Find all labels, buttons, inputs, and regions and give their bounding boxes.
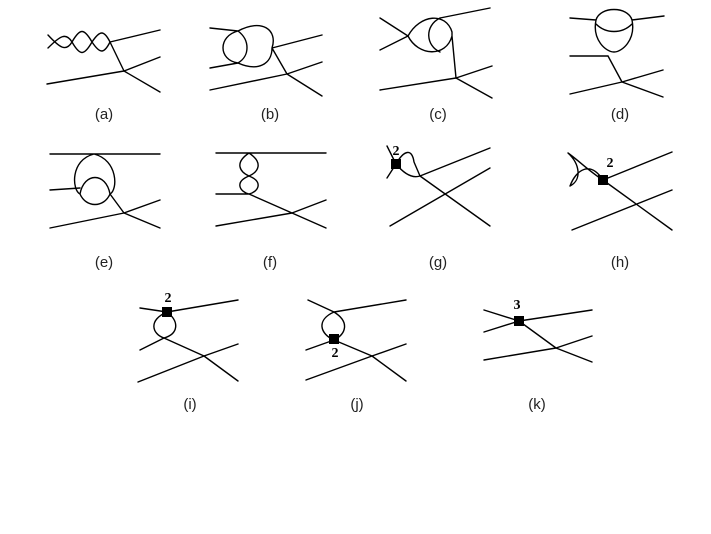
diagram-b-lines (209, 24, 323, 97)
caption-g: (g) (429, 254, 447, 271)
diagram-d: (d) (569, 8, 665, 123)
diagram-g-vertex (391, 159, 401, 169)
diagram-k: 3 (k) (483, 298, 593, 413)
diagram-d-lines (569, 8, 665, 98)
caption-h: (h) (611, 254, 629, 271)
diagram-i-vertex-label: 2 (165, 291, 172, 306)
diagram-e-lines (49, 153, 161, 229)
diagram-i-lines (137, 299, 239, 383)
diagram-j: 2 (j) (305, 299, 407, 413)
diagram-k-vertex-label: 3 (514, 298, 521, 313)
diagram-a: (a) (46, 29, 161, 123)
diagram-i: 2 (i) (137, 291, 239, 413)
diagram-j-vertex (329, 334, 339, 344)
diagram-c-lines (379, 7, 493, 99)
caption-d: (d) (611, 106, 629, 123)
diagram-f: (f) (215, 152, 327, 271)
caption-i: (i) (183, 396, 196, 413)
diagram-e: (e) (49, 153, 161, 271)
diagram-j-vertex-label: 2 (332, 346, 339, 361)
diagram-h-vertex (598, 175, 608, 185)
diagram-h-lines (567, 151, 673, 231)
diagram-a-lines (46, 29, 161, 93)
diagram-b: (b) (209, 24, 323, 123)
diagram-k-lines (483, 309, 593, 363)
caption-a: (a) (95, 106, 113, 123)
caption-f: (f) (263, 254, 277, 271)
diagram-h-vertex-label: 2 (607, 156, 614, 171)
diagram-g: 2 (g) (386, 144, 491, 271)
caption-c: (c) (429, 106, 447, 123)
caption-b: (b) (261, 106, 279, 123)
caption-e: (e) (95, 254, 113, 271)
diagram-c: (c) (379, 7, 493, 123)
diagram-k-vertex (514, 316, 524, 326)
caption-j: (j) (350, 396, 363, 413)
caption-k: (k) (528, 396, 546, 413)
diagram-j-lines (305, 299, 407, 382)
diagram-i-vertex (162, 307, 172, 317)
diagram-f-lines (215, 152, 327, 229)
diagram-h: 2 (h) (567, 151, 673, 271)
diagram-g-lines (386, 145, 491, 227)
diagram-g-vertex-label: 2 (393, 144, 400, 159)
